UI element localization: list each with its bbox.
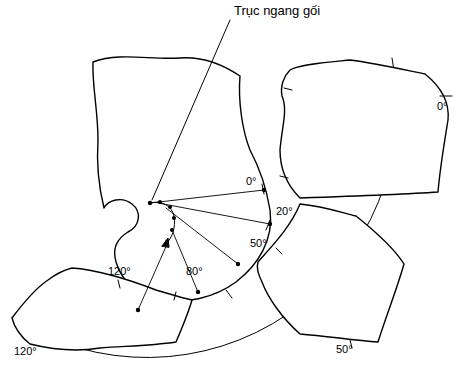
centre-path bbox=[150, 202, 175, 244]
angle-label: 20° bbox=[276, 206, 293, 217]
angle-label: 50° bbox=[250, 238, 267, 249]
angle-label: 120° bbox=[108, 266, 131, 277]
leader-line bbox=[152, 20, 230, 200]
angle-label: 120° bbox=[14, 346, 37, 357]
angle-label: 0° bbox=[437, 101, 448, 112]
axis-label: Trục ngang gối bbox=[234, 4, 320, 17]
centre-dots bbox=[136, 188, 272, 312]
tibia-outline bbox=[12, 268, 192, 350]
femur-outline bbox=[93, 57, 271, 301]
tibia-outline bbox=[257, 204, 404, 342]
angle-label: 50° bbox=[336, 344, 353, 355]
arrow-head bbox=[162, 238, 169, 247]
angle-label: 0° bbox=[246, 176, 257, 187]
tibia-outline bbox=[280, 60, 448, 198]
angle-label: 80° bbox=[186, 266, 203, 277]
angle-rays bbox=[138, 190, 270, 310]
tick-marks bbox=[118, 88, 452, 348]
